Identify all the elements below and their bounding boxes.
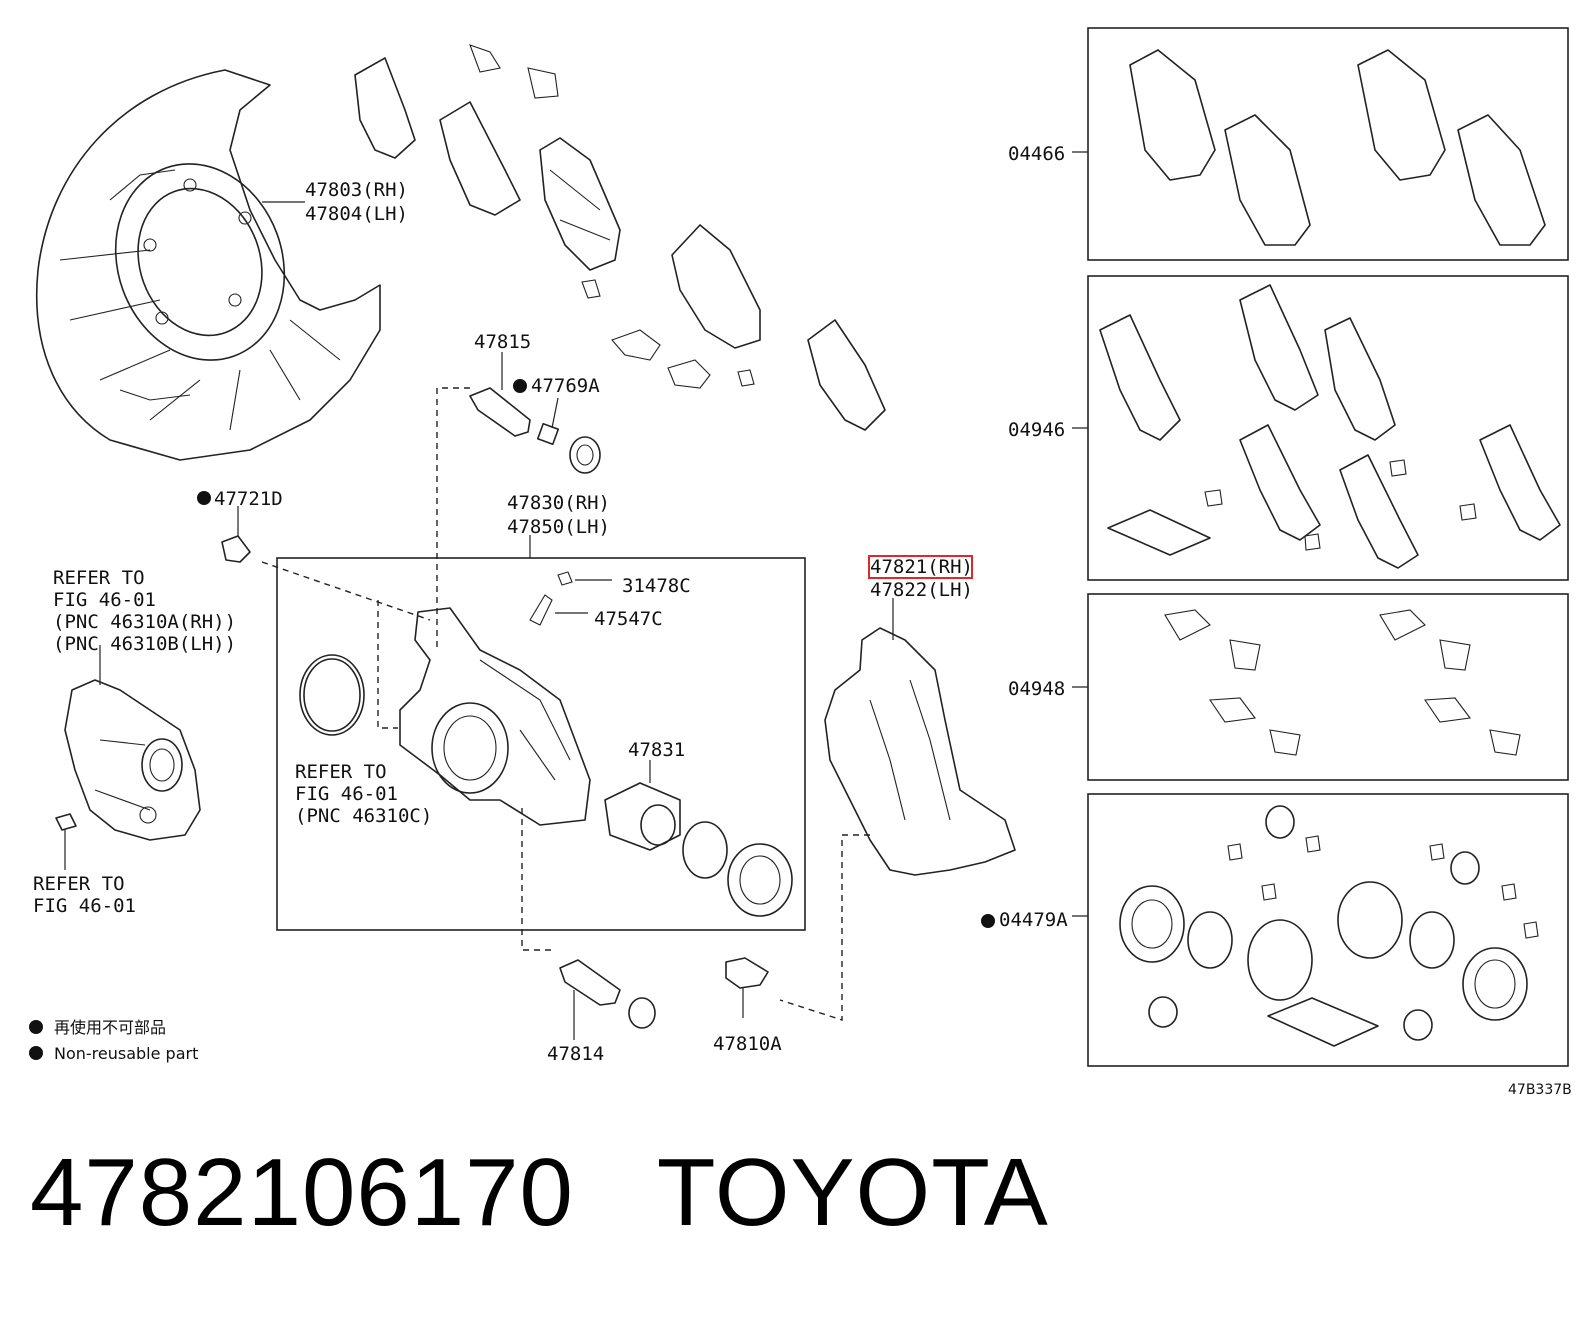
label-04948: 04948: [1008, 678, 1065, 700]
legend-japanese: 再使用不可部品: [54, 1018, 166, 1037]
bolt-47721D-drawing: [221, 506, 431, 621]
lower-pins-drawing: [559, 957, 769, 1040]
label-47814: 47814: [547, 1043, 604, 1065]
ref-mid-line3: (PNC 46310C): [295, 805, 432, 827]
label-47803: 47803(RH): [305, 179, 408, 201]
mounting-bracket-drawing: [779, 598, 1016, 1021]
parts-diagram: 47803(RH) 47804(LH) 47815 47769A 47721D …: [29, 27, 1572, 1098]
caption-brand: TOYOTA: [656, 1139, 1049, 1246]
guide-pin-upper-drawing: [436, 387, 601, 650]
ref-bot-line1: REFER TO: [33, 873, 125, 895]
ref-bot-line2: FIG 46-01: [33, 895, 136, 917]
label-47769A: 47769A: [531, 375, 600, 397]
label-04479A: 04479A: [999, 909, 1068, 931]
label-47815: 47815: [474, 331, 531, 353]
label-31478C: 31478C: [622, 575, 691, 597]
label-47850: 47850(LH): [507, 516, 610, 538]
figure-code: 47B337B: [1508, 1082, 1572, 1098]
ref-mid-line2: FIG 46-01: [295, 783, 398, 805]
ref-left-line2: FIG 46-01: [53, 589, 156, 611]
label-04466: 04466: [1008, 143, 1065, 165]
ref-mid-line1: REFER TO: [295, 761, 387, 783]
actuator-drawing: [55, 645, 201, 870]
legend-english: Non-reusable part: [54, 1044, 198, 1063]
caliper-assembly-box: [276, 535, 806, 951]
label-47804: 47804(LH): [305, 203, 408, 225]
label-47830: 47830(RH): [507, 492, 610, 514]
ref-left-line1: REFER TO: [53, 567, 145, 589]
kit-boxes: [1072, 27, 1569, 1067]
label-04946: 04946: [1008, 419, 1065, 441]
highlight-47821: [868, 555, 973, 579]
caption-part-number: 4782106170: [30, 1139, 574, 1246]
label-47721D: 47721D: [214, 488, 283, 510]
pad-set-drawing: [354, 44, 886, 431]
label-47810A: 47810A: [713, 1033, 782, 1055]
dust-shield-drawing: [35, 69, 381, 461]
label-47547C: 47547C: [594, 608, 663, 630]
label-47831: 47831: [628, 739, 685, 761]
ref-left-line3: (PNC 46310A(RH)): [53, 611, 236, 633]
ref-left-line4: (PNC 46310B(LH)): [53, 633, 236, 655]
label-47822: 47822(LH): [870, 579, 973, 601]
leader-47769A: [551, 397, 559, 429]
non-reusable-dots: [29, 379, 995, 1060]
caption: 4782106170 TOYOTA: [30, 1138, 1049, 1248]
label-47821: 47821(RH): [870, 556, 973, 578]
